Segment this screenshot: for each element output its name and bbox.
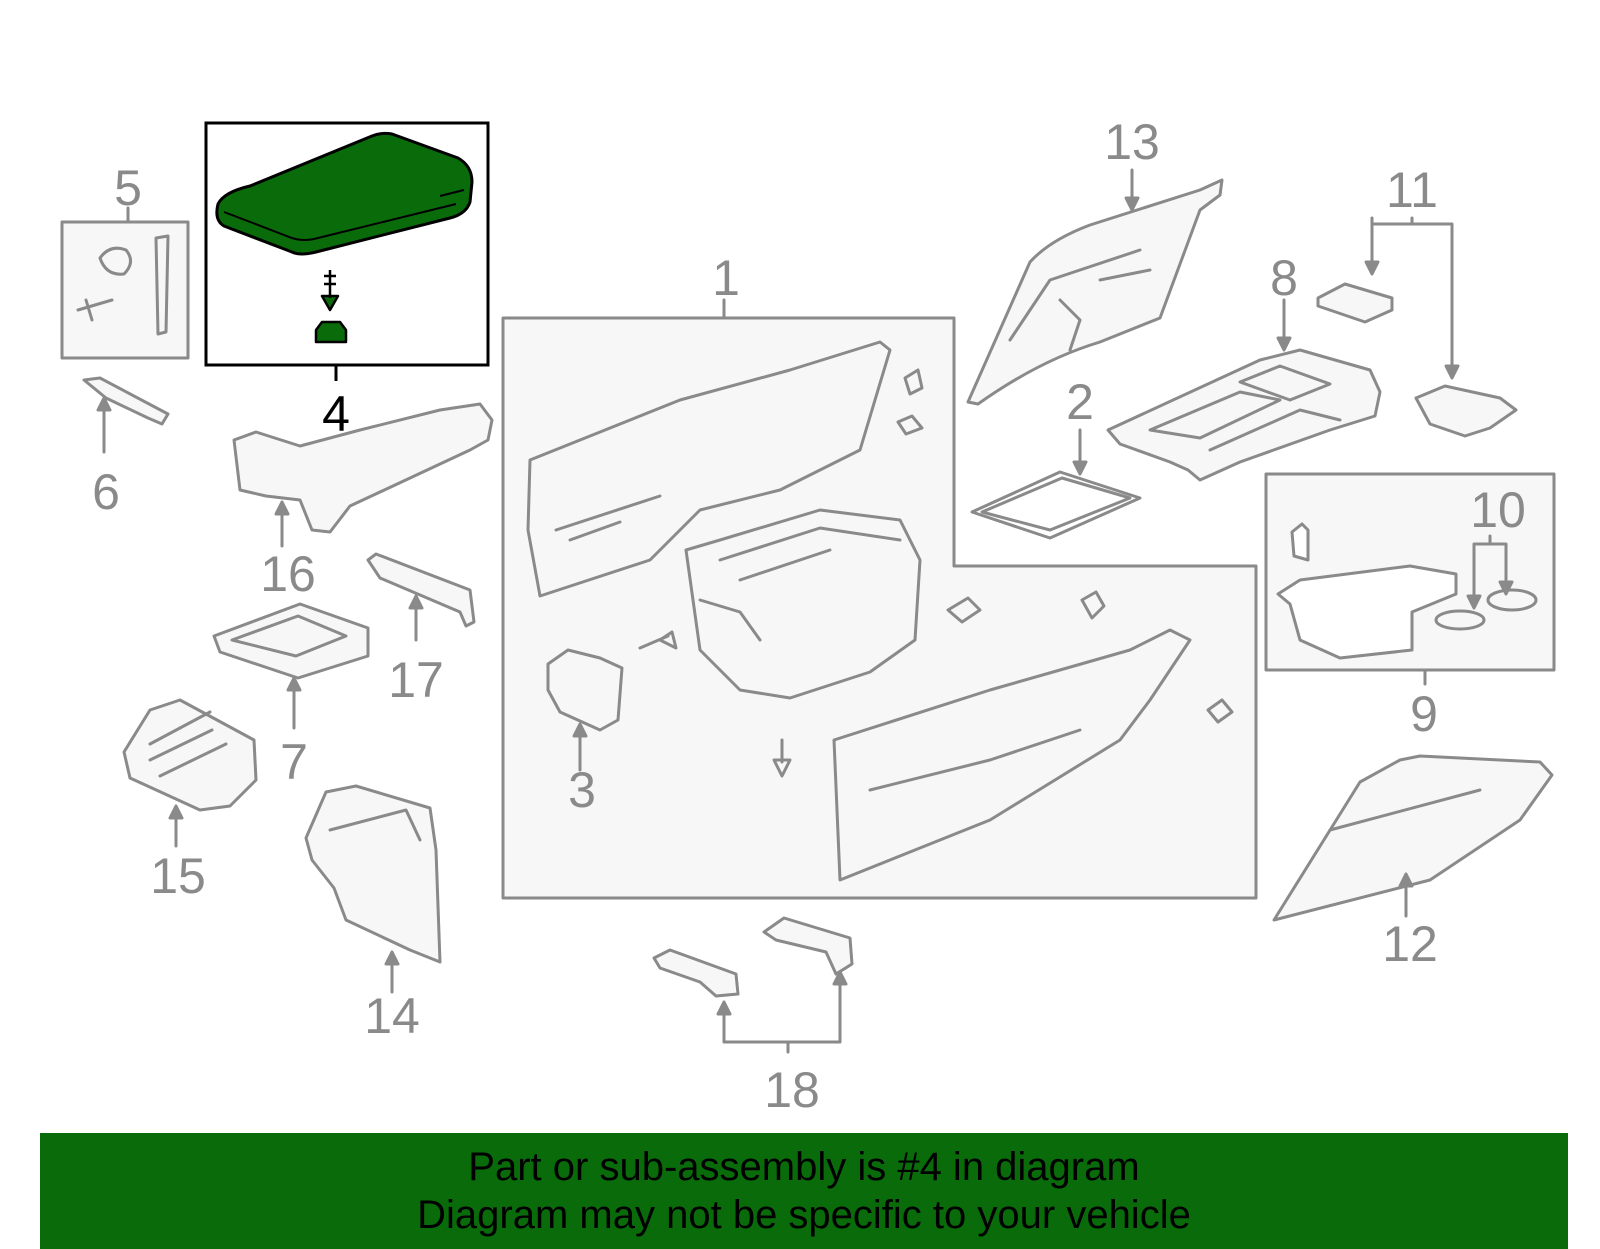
callout-2: 2 <box>1066 374 1094 430</box>
part-10-ring-a <box>1434 609 1486 631</box>
part-13-side-panel <box>966 178 1224 406</box>
part-18-clip-b <box>762 916 854 976</box>
callout-4: 4 <box>322 386 350 442</box>
callout-15: 15 <box>150 848 206 904</box>
part-15-vent <box>122 698 258 812</box>
part-10-ring-b <box>1486 588 1538 612</box>
callout-17: 17 <box>388 652 444 708</box>
part-11-lid <box>1316 282 1394 324</box>
callout-18: 18 <box>764 1062 820 1118</box>
part-4-highlight-group <box>204 121 490 381</box>
part-1-center-bin <box>684 508 922 700</box>
callout-6: 6 <box>92 464 120 520</box>
part-11-cover <box>1414 384 1518 438</box>
part-2-pad <box>970 470 1142 540</box>
callout-16: 16 <box>260 546 316 602</box>
callout-14: 14 <box>364 988 420 1044</box>
info-banner: Part or sub-assembly is #4 in diagram Di… <box>40 1133 1568 1249</box>
part-4-armrest-lid <box>215 131 474 256</box>
callout-5: 5 <box>114 160 142 216</box>
banner-line-1: Part or sub-assembly is #4 in diagram <box>468 1145 1140 1189</box>
callout-1: 1 <box>712 250 740 306</box>
part-4-screw <box>320 270 340 312</box>
callout-11: 11 <box>1386 162 1438 218</box>
part-14-lower-panel <box>304 784 442 964</box>
callout-3: 3 <box>568 762 596 818</box>
part-12-side-panel <box>1272 754 1554 922</box>
part-8-console-trim <box>1106 348 1382 482</box>
callout-10: 10 <box>1470 482 1526 538</box>
part-3-bracket <box>546 648 624 732</box>
part-9-tray <box>1276 564 1458 660</box>
banner-line-2: Diagram may not be specific to your vehi… <box>417 1193 1191 1237</box>
part-6-clip <box>82 376 170 426</box>
part-1-right-panel <box>832 628 1192 882</box>
part-16-duct <box>232 402 494 534</box>
part-18-clip-a <box>652 948 740 998</box>
callout-8: 8 <box>1270 250 1298 306</box>
callout-13: 13 <box>1104 114 1160 170</box>
part-7-tray <box>212 602 370 680</box>
callout-7: 7 <box>280 734 308 790</box>
part-4-grommet <box>314 320 348 344</box>
part-1-left-panel <box>526 340 892 598</box>
callout-12: 12 <box>1382 916 1438 972</box>
callout-9: 9 <box>1410 686 1438 742</box>
part-17-bracket <box>366 552 476 628</box>
